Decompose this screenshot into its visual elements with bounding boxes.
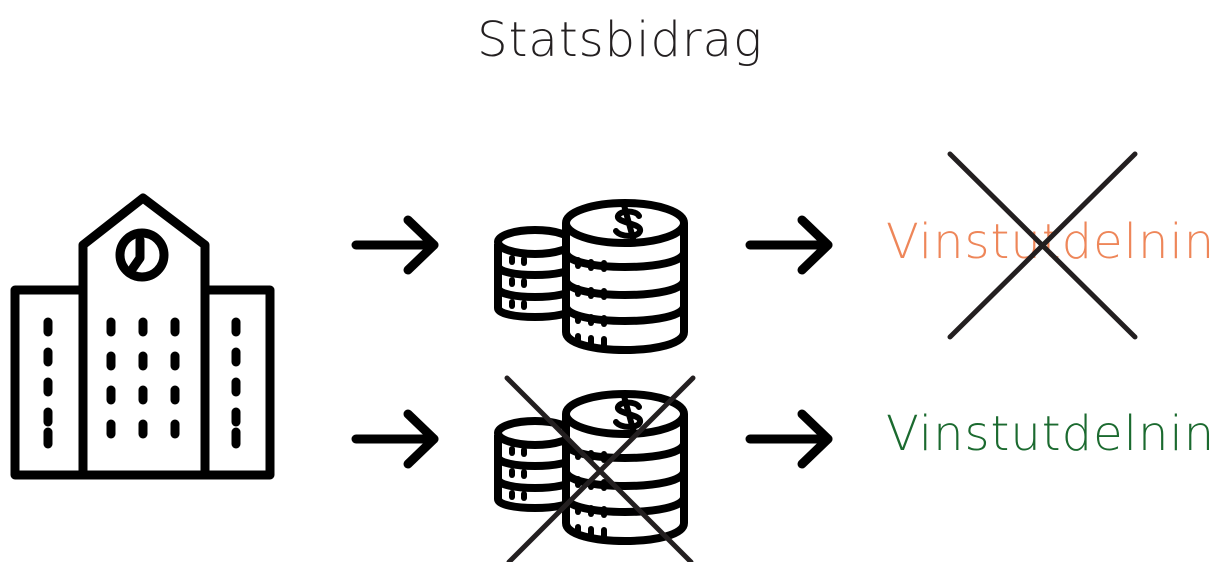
diagram-title: Statsbidrag xyxy=(477,12,763,68)
arrow-right-icon xyxy=(351,215,439,275)
arrow-right-icon xyxy=(745,215,833,275)
cross-icon xyxy=(947,151,1138,340)
profit-distribution-label-bottom: Vinstutdelning xyxy=(886,406,1219,462)
coin-stacks-dollar-icon xyxy=(494,199,688,354)
profit-distribution-label-top: Vinstutdelning xyxy=(886,214,1219,270)
arrow-right-icon xyxy=(351,409,439,469)
coin-stacks-dollar-icon xyxy=(494,390,688,545)
arrow-right-icon xyxy=(745,409,833,469)
cross-icon xyxy=(504,375,696,562)
